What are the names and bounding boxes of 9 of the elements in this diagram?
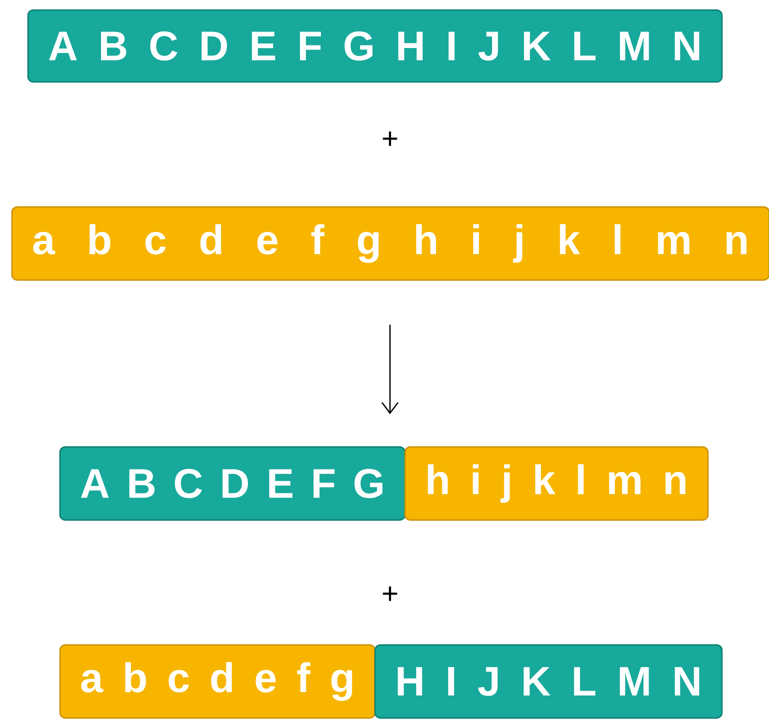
arrow — [381, 324, 399, 414]
plus-sign: + — [382, 586, 398, 601]
letter-bar: a b c d e f g — [59, 644, 376, 719]
letter-bar: h i j k l m n — [404, 446, 709, 521]
plus-sign: + — [382, 132, 398, 146]
letter-bar: a b c d e f g h i j k l m n — [11, 206, 769, 281]
letter-bar: A B C D E F G — [59, 446, 406, 521]
letter-bar: H I J K L M N — [374, 644, 723, 719]
letter-bar: A B C D E F G H I J K L M N — [27, 9, 723, 83]
